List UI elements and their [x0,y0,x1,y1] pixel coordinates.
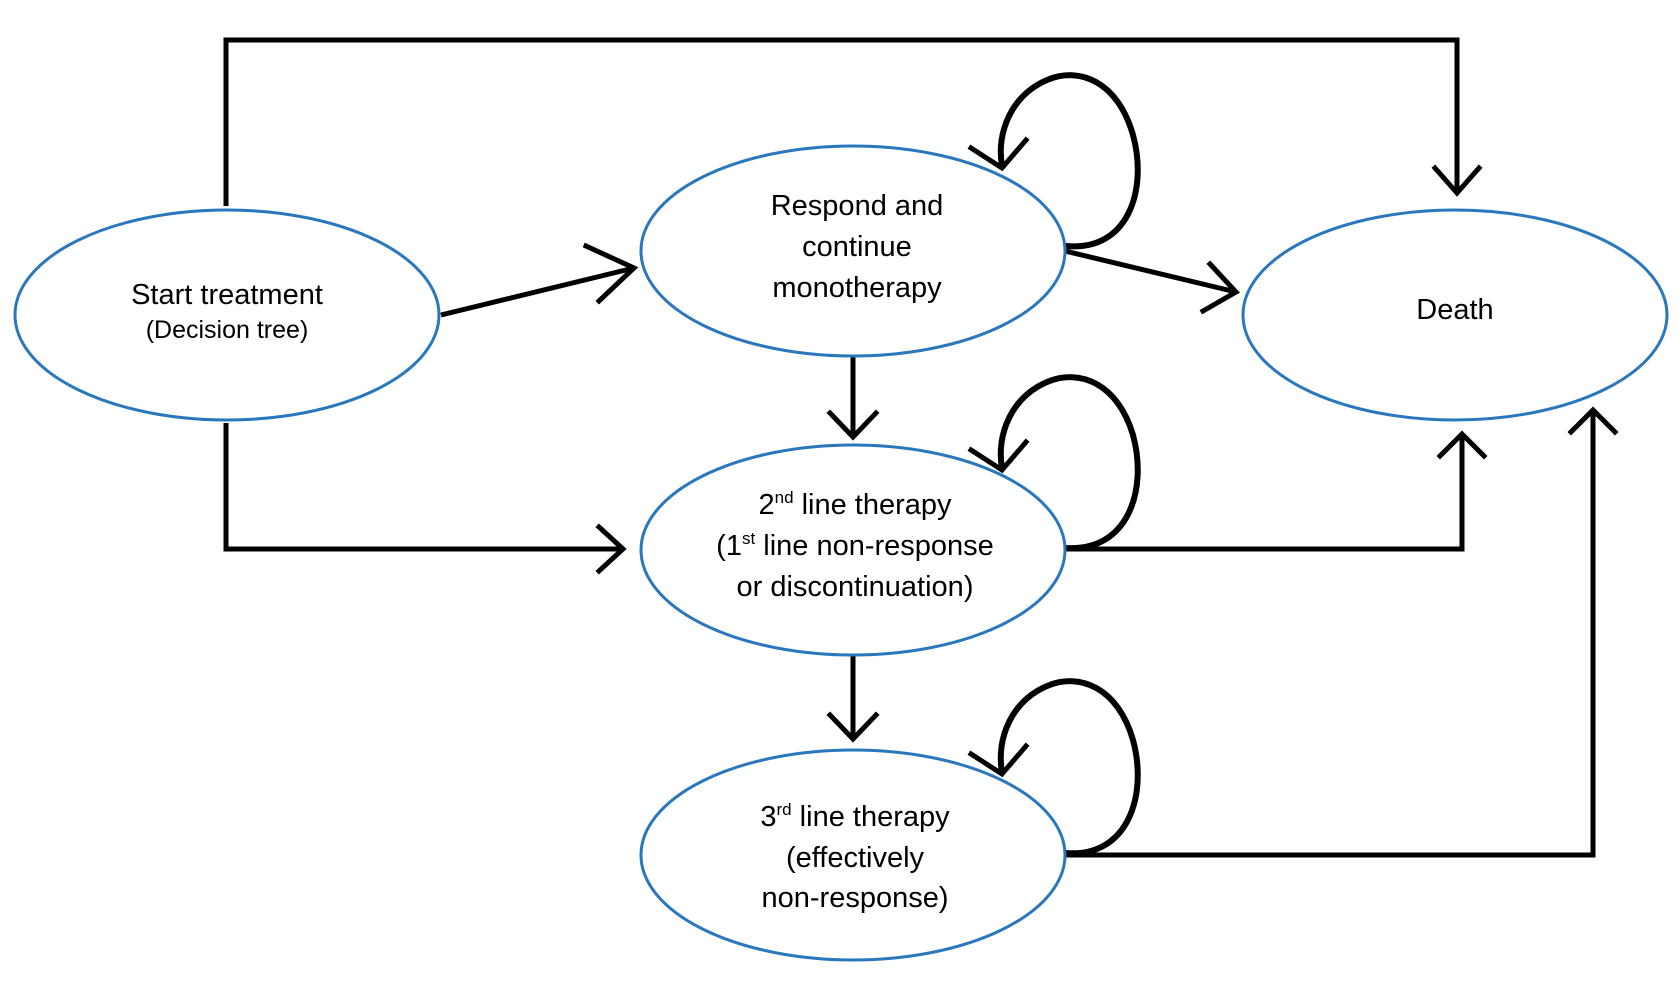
node-third-line2: (effectively [786,842,925,874]
node-death-label: Death [1416,294,1493,326]
node-respond-line2: continue [802,231,912,263]
edge-start-to-second [223,423,627,575]
node-third-line3: non-response) [762,882,949,914]
self-loop-third [967,678,1141,857]
edge-second-to-death [1063,430,1488,552]
node-second-line2: (1st line non-response [716,529,994,562]
self-loop-second [967,374,1141,552]
node-death: Death [1241,208,1669,422]
node-third-line: 3rd line therapy (effectively non-respon… [639,748,1067,962]
node-second-line3: or discontinuation) [737,571,974,603]
node-start-title: Start treatment [131,279,323,311]
node-respond-line3: monotherapy [772,272,942,304]
edge-respond-to-second [826,356,880,441]
edge-start-to-death [223,37,1483,206]
node-respond-line1: Respond and [771,190,944,222]
node-start-treatment: Start treatment (Decision tree) [13,208,441,422]
edge-start-to-respond [440,242,639,318]
node-second-line: 2nd line therapy (1st line non-response … [639,443,1067,657]
node-third-line1: 3rd line therapy [760,800,950,833]
edge-third-to-death [1063,406,1619,858]
node-start-subtitle: (Decision tree) [146,316,309,344]
self-loop-respond [967,72,1141,250]
edge-second-to-third [826,656,880,743]
node-respond-continue: Respond and continue monotherapy [639,144,1067,358]
node-second-line1: 2nd line therapy [758,488,952,521]
edge-respond-to-death [1064,248,1240,315]
